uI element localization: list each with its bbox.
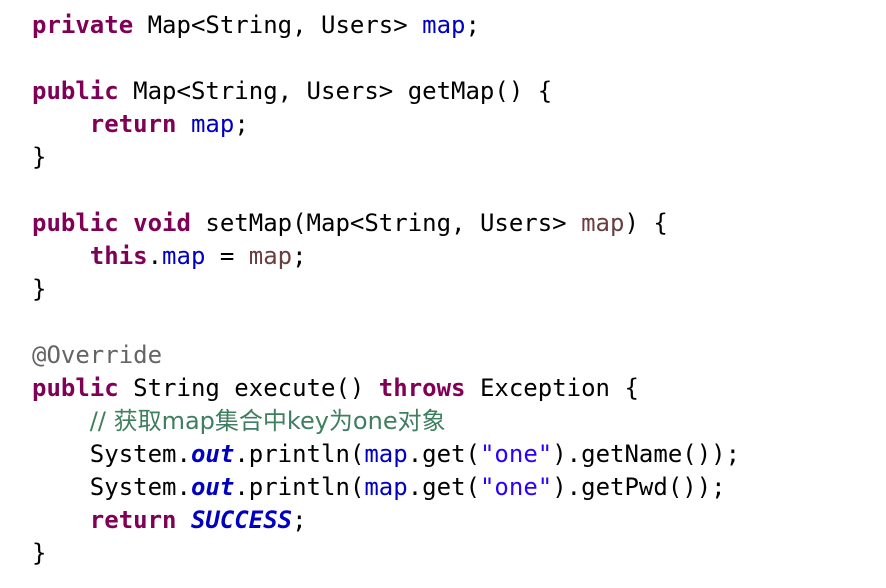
code-text: .get( [407, 440, 480, 468]
static-field-token: out [190, 440, 235, 468]
code-line [32, 174, 740, 207]
code-text: Map<String, Users> [133, 11, 423, 39]
code-line: private Map<String, Users> map; [32, 9, 740, 42]
field-token: map [364, 473, 408, 501]
keyword-token: public [32, 209, 119, 237]
keyword-token: void [133, 209, 191, 237]
keyword-token: return [89, 110, 177, 138]
code-text [119, 209, 133, 237]
code-text: ; [292, 242, 307, 270]
keyword-token: public [32, 374, 119, 402]
static-field-token: out [190, 473, 235, 501]
field-token: map [364, 440, 408, 468]
code-line: public Map<String, Users> getMap() { [32, 75, 740, 108]
code-text: } [32, 143, 47, 171]
comment-token: // 获取map集合中key为one对象 [89, 407, 446, 435]
string-literal-token: "one" [479, 473, 553, 501]
annotation-token: @Override [32, 341, 163, 369]
code-text: System. [32, 440, 191, 468]
code-line: } [32, 273, 740, 306]
code-text: ; [234, 110, 249, 138]
code-text: .println( [234, 473, 365, 501]
code-text: .get( [407, 473, 480, 501]
code-line: this.map = map; [32, 240, 740, 273]
code-text: System. [32, 473, 191, 501]
code-text: .println( [234, 440, 365, 468]
code-line: public void setMap(Map<String, Users> ma… [32, 207, 740, 240]
code-line: return map; [32, 108, 740, 141]
keyword-token: this [89, 242, 148, 270]
code-text: ; [465, 11, 480, 39]
code-line [32, 42, 740, 75]
code-text: ) { [624, 209, 668, 237]
parameter-token: map [581, 209, 625, 237]
code-text [177, 110, 191, 138]
code-text: ; [292, 506, 307, 534]
code-text [32, 407, 90, 435]
code-text: } [32, 275, 47, 303]
code-line: // 获取map集合中key为one对象 [32, 405, 740, 438]
code-text: ).getName()); [552, 440, 741, 468]
code-text: } [32, 539, 47, 567]
static-field-token: SUCCESS [190, 506, 293, 534]
keyword-token: return [89, 506, 177, 534]
code-line: System.out.println(map.get("one").getPwd… [32, 471, 740, 504]
code-text: = [205, 242, 249, 270]
code-line: @Override [32, 339, 740, 372]
code-line: } [32, 141, 740, 174]
code-text [32, 110, 90, 138]
field-token: map [162, 242, 206, 270]
code-text [177, 506, 191, 534]
code-line: public String execute() throws Exception… [32, 372, 740, 405]
code-text: Map<String, Users> getMap() { [118, 77, 553, 105]
field-token: map [190, 110, 235, 138]
code-text: Exception { [465, 374, 639, 402]
code-text: setMap(Map<String, Users> [190, 209, 582, 237]
parameter-token: map [248, 242, 293, 270]
code-text [32, 506, 90, 534]
code-text: ).getPwd()); [552, 473, 726, 501]
code-line: System.out.println(map.get("one").getNam… [32, 438, 740, 471]
code-text: String execute() [118, 374, 379, 402]
code-line [32, 306, 740, 339]
string-literal-token: "one" [479, 440, 553, 468]
code-text [32, 242, 90, 270]
keyword-token: private [32, 11, 134, 39]
code-text: . [147, 242, 163, 270]
keyword-token: public [32, 77, 119, 105]
field-token: map [422, 11, 466, 39]
code-line: } [32, 537, 740, 570]
keyword-token: throws [378, 374, 466, 402]
code-line: return SUCCESS; [32, 504, 740, 537]
code-editor[interactable]: private Map<String, Users> map; public M… [32, 9, 740, 570]
